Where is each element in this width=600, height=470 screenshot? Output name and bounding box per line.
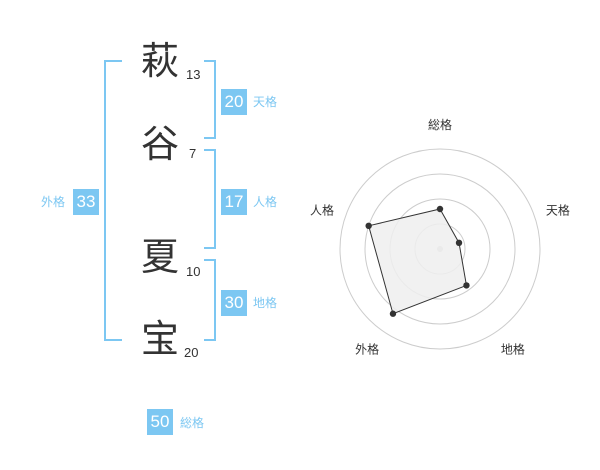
jinkaku-value: 17 <box>221 189 247 215</box>
name-char-2: 谷 <box>140 122 179 166</box>
radar-axis-label: 外格 <box>355 341 379 356</box>
radar-area <box>368 208 468 315</box>
stroke-count-2: 7 <box>189 146 197 161</box>
radar-axis-label: 総格 <box>428 117 452 132</box>
tenkaku-value: 20 <box>221 89 247 115</box>
name-char-1: 萩 <box>140 39 179 83</box>
radar-point-2 <box>455 239 463 247</box>
radar-ring <box>339 148 541 350</box>
stroke-count-4: 20 <box>184 345 199 360</box>
jinkaku-bracket <box>204 149 216 249</box>
stroke-count-1: 13 <box>186 67 201 82</box>
radar-point-4 <box>389 310 397 317</box>
radar-point-3 <box>463 282 470 289</box>
tenkaku-label: 天格 <box>253 95 278 109</box>
chikaku-value: 30 <box>221 290 247 316</box>
radar-ring <box>364 173 516 325</box>
soukaku-value: 50 <box>147 409 173 435</box>
name-char-4: 宝 <box>140 317 179 361</box>
radar-point-5 <box>365 222 372 230</box>
radar-point-1 <box>436 205 444 213</box>
radar-axis-label: 人格 <box>310 203 334 218</box>
tenkaku-bracket <box>204 60 216 139</box>
gaikaku-label: 外格 <box>41 195 66 209</box>
radar-axis-label: 天格 <box>546 203 570 218</box>
chikaku-label: 地格 <box>253 296 278 310</box>
name-char-3: 夏 <box>140 235 179 279</box>
chikaku-bracket <box>204 259 216 341</box>
jinkaku-label: 人格 <box>253 195 278 209</box>
gaikaku-bracket <box>104 60 122 341</box>
gaikaku-value: 33 <box>73 189 99 215</box>
radar-axis-label: 地格 <box>501 341 525 356</box>
soukaku-label: 総格 <box>180 416 205 430</box>
stroke-count-3: 10 <box>186 264 201 279</box>
